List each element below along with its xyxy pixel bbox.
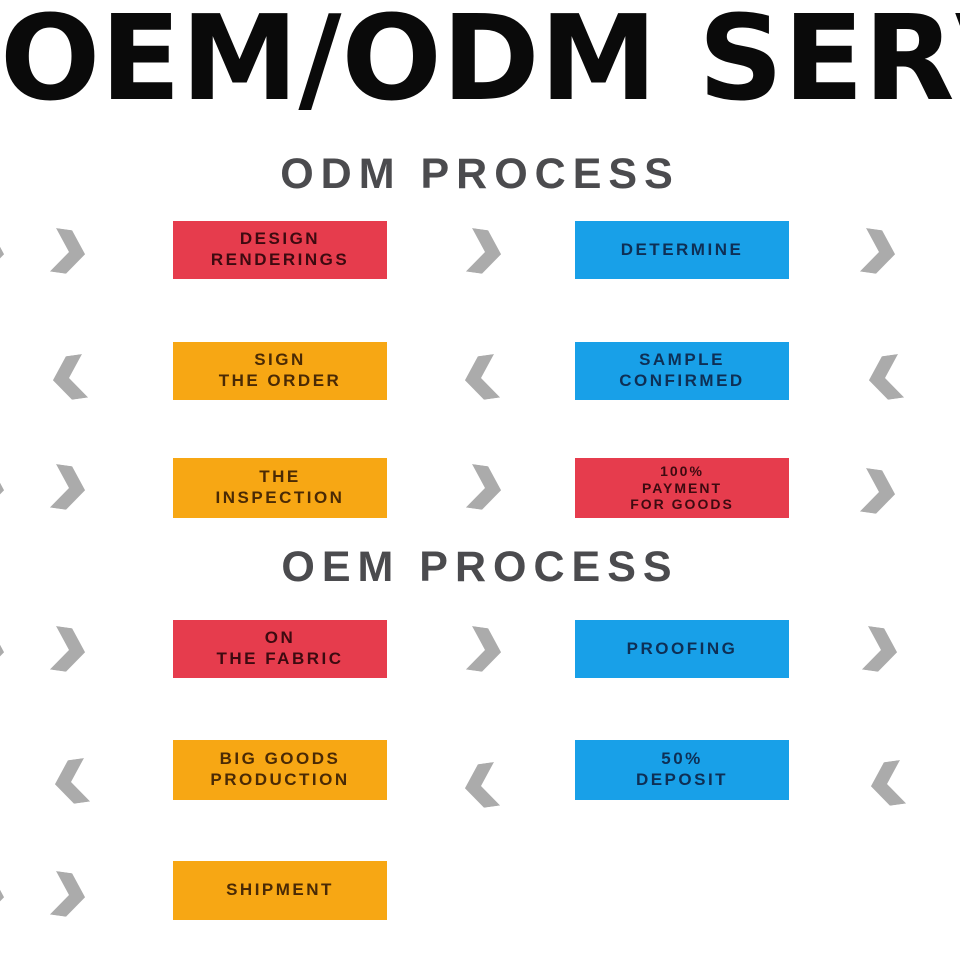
step-label: 100% PAYMENT FOR GOODS	[630, 463, 734, 513]
chevron-right-icon	[857, 227, 901, 277]
step-box-big-goods-production: BIG GOODS PRODUCTION	[173, 740, 387, 800]
step-label: SAMPLE CONFIRMED	[619, 350, 745, 390]
chevron-right-icon	[857, 467, 901, 517]
chevron-left-icon	[459, 761, 503, 811]
chevron-right-icon	[463, 227, 507, 277]
chevron-left-icon	[865, 759, 909, 809]
step-label: ON THE FABRIC	[216, 628, 344, 668]
chevron-left-icon	[459, 353, 503, 403]
chevron-right-icon	[0, 227, 10, 277]
oem-process-heading: OEM PROCESS	[281, 543, 679, 591]
step-label: PROOFING	[626, 638, 738, 658]
step-label: THE INSPECTION	[215, 467, 345, 507]
step-label: DETERMINE	[620, 239, 744, 259]
chevron-right-icon	[463, 463, 507, 513]
chevron-right-icon	[0, 625, 10, 675]
odm-process-heading: ODM PROCESS	[280, 150, 680, 198]
step-box-the-inspection: THE INSPECTION	[173, 458, 387, 518]
chevron-left-icon	[863, 353, 907, 403]
step-label: SIGN THE ORDER	[218, 350, 342, 390]
chevron-right-icon	[0, 463, 10, 513]
chevron-left-icon	[47, 353, 91, 403]
step-box-sample-confirmed: SAMPLE CONFIRMED	[575, 342, 789, 400]
step-box-100-payment: 100% PAYMENT FOR GOODS	[575, 458, 789, 518]
chevron-left-icon	[49, 757, 93, 807]
step-label: 50% DEPOSIT	[635, 749, 729, 789]
step-box-proofing: PROOFING	[575, 620, 789, 678]
chevron-right-icon	[47, 625, 91, 675]
chevron-right-icon	[463, 625, 507, 675]
step-box-on-the-fabric: ON THE FABRIC	[173, 620, 387, 678]
chevron-right-icon	[859, 625, 903, 675]
page-title: OEM/ODM SERVICE	[0, 0, 960, 127]
chevron-right-icon	[47, 227, 91, 277]
chevron-right-icon	[47, 870, 91, 920]
step-box-determine: DETERMINE	[575, 221, 789, 279]
step-box-design-renderings: DESIGN RENDERINGS	[173, 221, 387, 279]
step-box-sign-the-order: SIGN THE ORDER	[173, 342, 387, 400]
step-label: BIG GOODS PRODUCTION	[210, 749, 350, 789]
step-box-50-deposit: 50% DEPOSIT	[575, 740, 789, 800]
step-label: DESIGN RENDERINGS	[210, 229, 350, 269]
step-label: SHIPMENT	[226, 880, 334, 900]
chevron-right-icon	[0, 870, 10, 920]
step-box-shipment: SHIPMENT	[173, 861, 387, 920]
chevron-right-icon	[47, 463, 91, 513]
